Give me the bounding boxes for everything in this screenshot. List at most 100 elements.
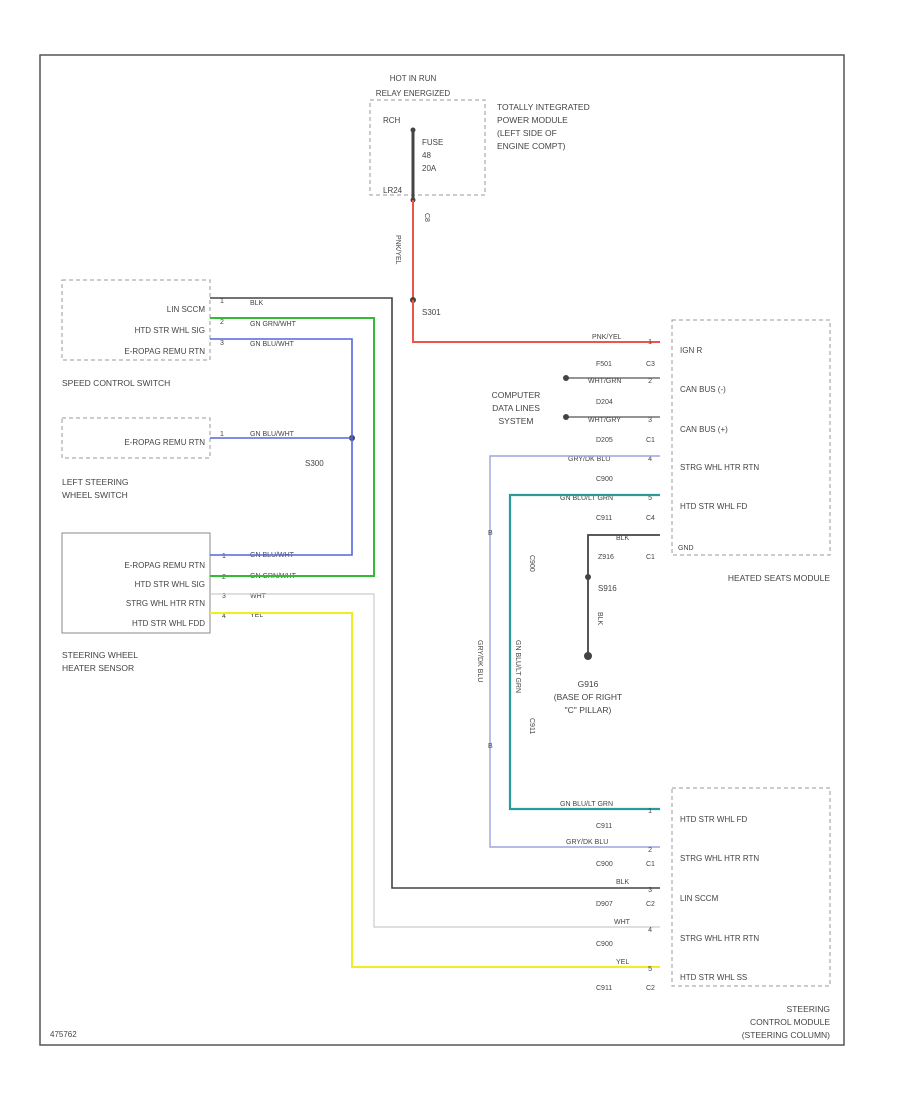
hsm-pin-3: 3 (648, 417, 652, 424)
scm-row-2: STRG WHL HTR RTN (680, 854, 759, 863)
wire-wht-rtn (210, 593, 660, 928)
scm-conn-3: C2 (646, 901, 655, 908)
relay-label-2: RELAY ENERGIZED (376, 89, 451, 98)
speed-control-switch: LIN SCCM HTD STR WHL SIG E-ROPAG REMU RT… (61, 279, 224, 388)
steering-control-module: HTD STR WHL FD STRG WHL HTR RTN LIN SCCM… (648, 787, 831, 1040)
vw-left-conn-top: B (488, 530, 493, 537)
swhs-row-2: HTD STR WHL SIG (135, 580, 205, 589)
scm-pin-1: 1 (648, 808, 652, 815)
scm-conn-5: C2 (646, 985, 655, 992)
splice-s916-label: S916 (598, 584, 617, 593)
left-steering-wheel-switch: E-ROPAG REMU RTN 1 LEFT STEERING WHEEL S… (61, 417, 224, 500)
fuse-label-2: 48 (422, 151, 431, 160)
scm-caption-2: CONTROL MODULE (750, 1017, 830, 1027)
wire-blk-ground (587, 534, 660, 577)
steering-wheel-heater-sensor: E-ROPAG REMU RTN HTD STR WHL SIG STRG WH… (61, 532, 226, 673)
swhs-row-3: STRG WHL HTR RTN (126, 599, 205, 608)
can-bus-minus-arrow-icon (563, 375, 569, 381)
hsm-pin-2: 2 (648, 378, 652, 385)
scm-row-5: HTD STR WHL SS (680, 973, 747, 982)
tipm-caption-4: ENGINE COMPT) (497, 141, 566, 151)
tipm-caption-2: POWER MODULE (497, 115, 568, 125)
wire-pnk-yel-to-hsm (412, 300, 660, 343)
scs-row-3: E-ROPAG REMU RTN (124, 347, 205, 356)
hsm-gnd-pin: GND (678, 545, 694, 552)
vw-c900-label: C900 (528, 555, 535, 572)
lsw-row-1: E-ROPAG REMU RTN (124, 438, 205, 447)
hsm-gnd-conn: C1 (646, 554, 655, 561)
relay-pin-top: RCH (383, 116, 401, 125)
hsm-pin-5: 5 (648, 495, 652, 502)
hsm-wire-label-5: GN BLU/LT GRN (560, 495, 613, 502)
wire-grn-wht-sig (210, 317, 375, 577)
scm-row-4: STRG WHL HTR RTN (680, 934, 759, 943)
scm-wire-label-1: GN BLU/LT GRN (560, 801, 613, 808)
scm-caption-3: (STEERING COLUMN) (742, 1030, 830, 1040)
hsm-pin-4: 4 (648, 456, 652, 463)
hsm-conn-5: C4 (646, 515, 655, 522)
scm-pin-2: 2 (648, 847, 652, 854)
relay-pin-bottom: LR24 (383, 186, 403, 195)
hsm-wire-label-2: WHT/GRN (588, 378, 621, 385)
swhs-caption-2: HEATER SENSOR (62, 663, 134, 673)
swhs-pin-1: 1 (222, 553, 226, 560)
hsm-pin-1: 1 (648, 339, 652, 346)
vw-c911-label: C911 (528, 718, 535, 734)
lsw-pin-1: 1 (220, 431, 224, 438)
scs-pin-2: 2 (220, 319, 224, 326)
cdl-caption-3: SYSTEM (499, 416, 534, 426)
hsm-row-3: CAN BUS (+) (680, 425, 728, 434)
hsm-gnd-wire-label: BLK (616, 535, 630, 542)
scm-wire-label-4: WHT (614, 919, 631, 926)
vw-left-conn-bottom: B (488, 743, 493, 750)
scs-wire-label-1: BLK (250, 300, 264, 307)
vw-left-label: GRY/DK BLU (476, 640, 483, 682)
scm-row-1: HTD STR WHL FD (680, 815, 747, 824)
swhs-pin-4: 4 (222, 613, 226, 620)
footer-code: 475762 (50, 1030, 77, 1039)
hsm-conn-1: C3 (646, 361, 655, 368)
scs-pin-1: 1 (220, 298, 224, 305)
fuse-terminal-top (410, 127, 416, 133)
hsm-gnd-circuit: Z916 (598, 554, 614, 561)
can-bus-plus-arrow-icon (563, 414, 569, 420)
hsm-circuit-5: C911 (596, 515, 612, 522)
ground-wire-label: BLK (596, 612, 603, 626)
tipm-caption-1: TOTALLY INTEGRATED (497, 102, 590, 112)
scm-pin-4: 4 (648, 927, 652, 934)
splice-s300-label: S300 (305, 459, 324, 468)
wire-blk-lin (210, 297, 660, 889)
hsm-circuit-2: D204 (596, 399, 613, 406)
cdl-caption-1: COMPUTER (492, 390, 541, 400)
hsm-caption: HEATED SEATS MODULE (728, 573, 831, 583)
scs-row-1: LIN SCCM (167, 305, 206, 314)
ground-label-1: G916 (578, 679, 599, 689)
wire-blu-wht-rtn (210, 338, 353, 556)
swhs-wire-label-3: WHT (250, 593, 267, 600)
scs-pin-3: 3 (220, 340, 224, 347)
fuse-label-1: FUSE (422, 138, 443, 147)
swhs-pin-2: 2 (222, 574, 226, 581)
ground-label-2: (BASE OF RIGHT (554, 692, 622, 702)
wire-blu-ltgrn (508, 493, 660, 811)
scm-wire-label-2: GRY/DK BLU (566, 839, 608, 846)
scs-row-2: HTD STR WHL SIG (135, 326, 205, 335)
hsm-wire-label-4: GRY/DK BLU (568, 456, 610, 463)
scm-row-3: LIN SCCM (680, 894, 719, 903)
fuse-label-3: 20A (422, 164, 437, 173)
scm-caption-1: STEERING (787, 1004, 830, 1014)
splice-s301-label: S301 (422, 308, 441, 317)
hsm-row-4: STRG WHL HTR RTN (680, 463, 759, 472)
scm-circuit-4: C900 (596, 941, 613, 948)
scm-wire-label-5: YEL (616, 959, 629, 966)
swhs-caption-1: STEERING WHEEL (62, 650, 138, 660)
feed-wire-color-label: PNK/YEL (394, 235, 401, 265)
lsw-caption-1: LEFT STEERING (62, 477, 128, 487)
hsm-row-2: CAN BUS (-) (680, 385, 726, 394)
hsm-circuit-1: F501 (596, 361, 612, 368)
scs-wire-label-2: GN GRN/WHT (250, 321, 297, 328)
swhs-pin-3: 3 (222, 593, 226, 600)
scm-circuit-2: C900 (596, 861, 613, 868)
swhs-wire-label-4: YEL (250, 612, 263, 619)
